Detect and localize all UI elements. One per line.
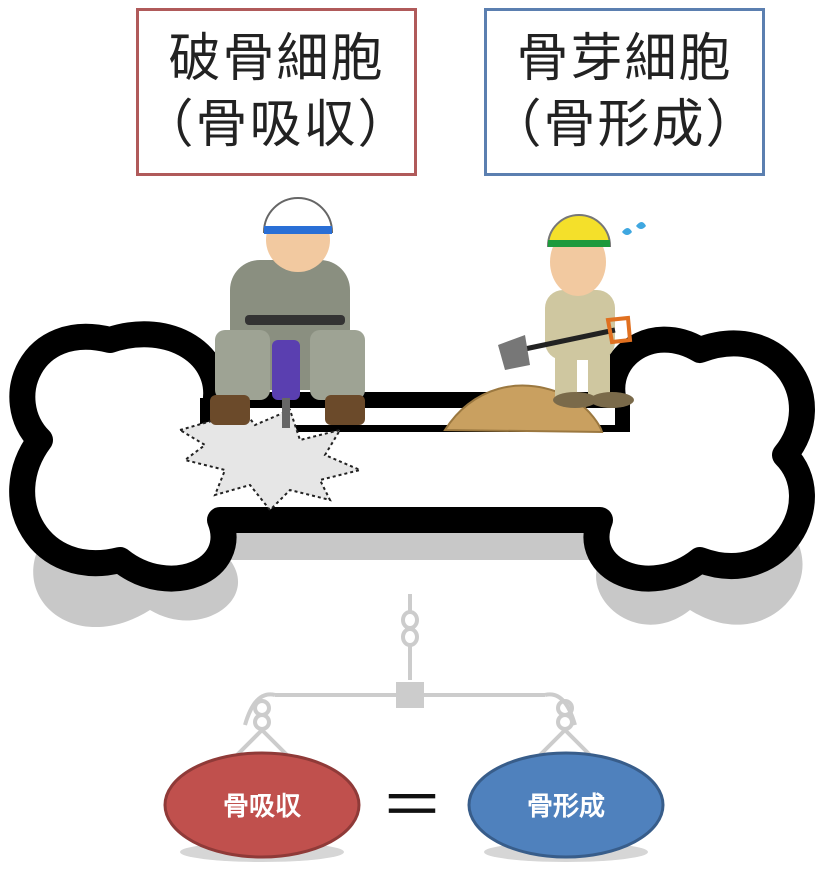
crack-burst-icon	[177, 398, 364, 512]
bone-resorption-pill	[163, 751, 361, 859]
osteoclast-label-box: 破骨細胞 （骨吸収）	[136, 8, 417, 176]
bone-outline	[9, 321, 815, 592]
bone-formation-pill-label: 骨形成	[527, 792, 605, 822]
bone-formation-subtitle: （骨形成）	[489, 95, 760, 155]
osteoblast-worker-illustration	[498, 214, 646, 408]
osteoblast-label-box: 骨芽細胞 （骨形成）	[484, 8, 765, 176]
equals-sign: ＝	[380, 770, 444, 844]
bone-resorption-pill-label: 骨吸収	[223, 792, 302, 822]
osteoclast-title: 破骨細胞	[168, 29, 385, 89]
osteoblast-title: 骨芽細胞	[516, 29, 733, 89]
bone-resorption-subtitle: （骨吸収）	[141, 95, 412, 155]
osteoclast-worker-illustration	[210, 197, 365, 428]
balance-scale-icon	[230, 594, 597, 762]
bone-formation-pill	[467, 751, 665, 859]
